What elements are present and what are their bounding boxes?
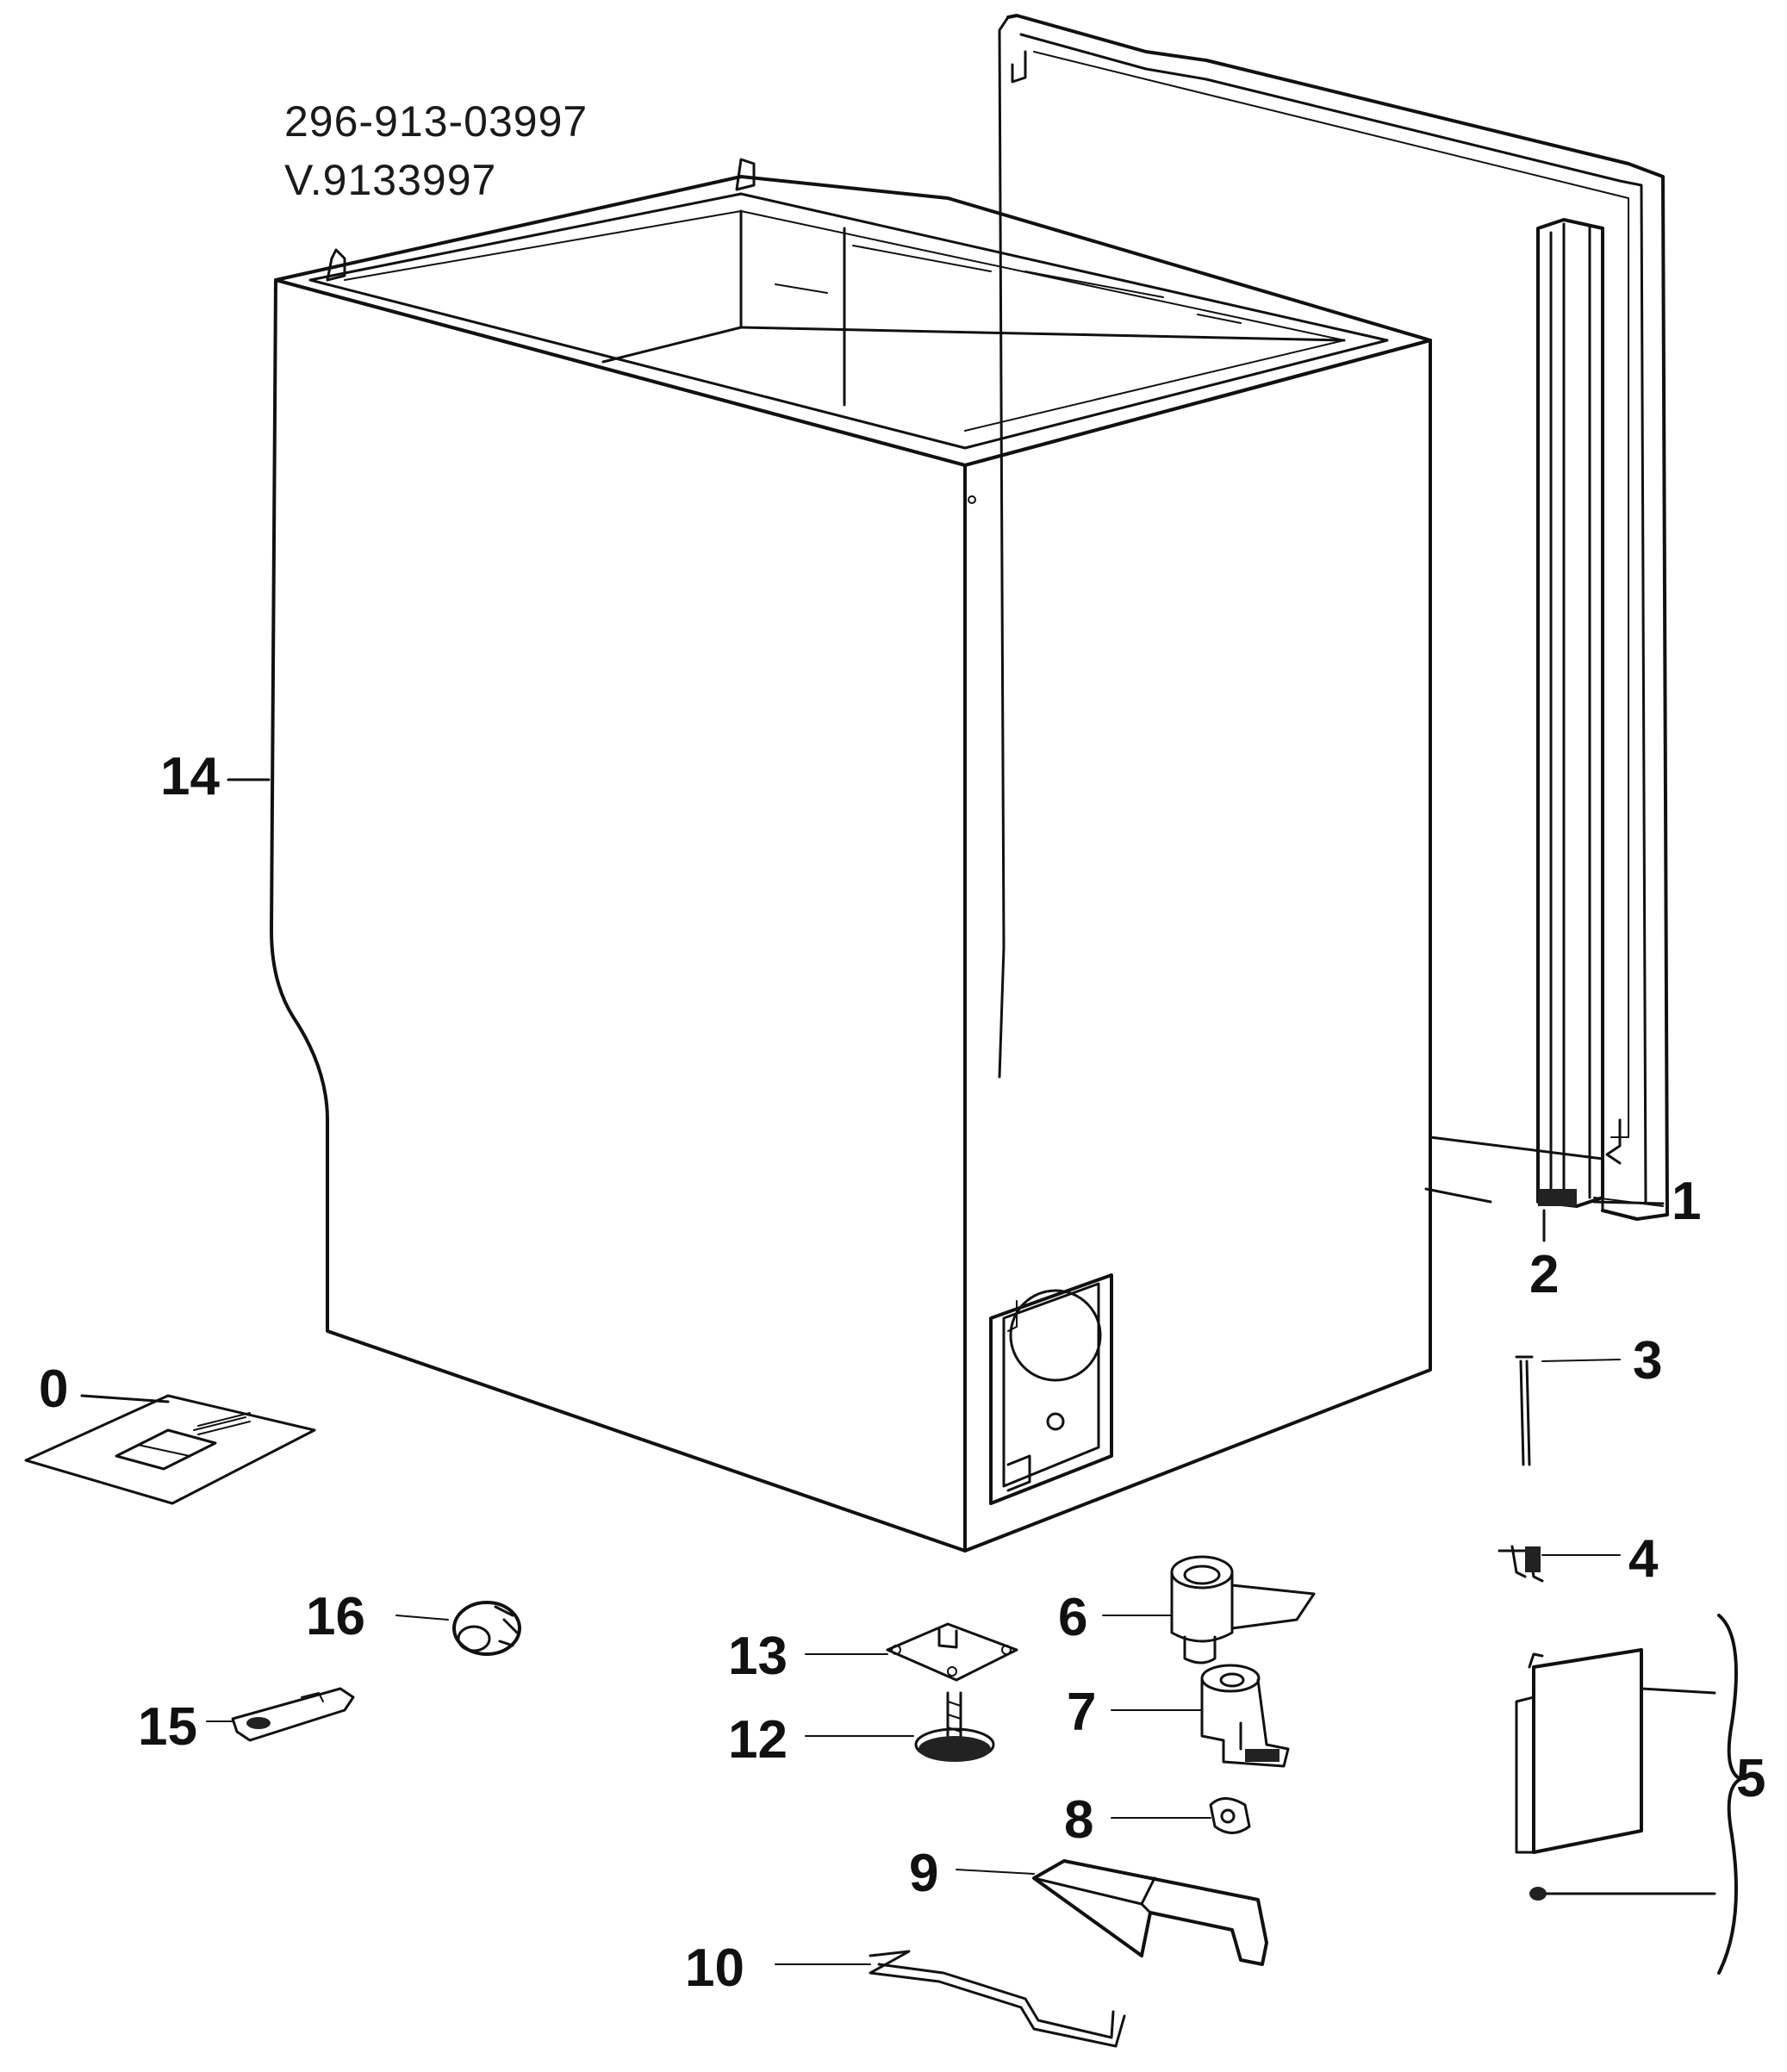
callout-12: 12 <box>728 1710 788 1770</box>
hinge-cam-part-7 <box>1111 1664 1290 1768</box>
hinge-block-part-6 <box>1102 1555 1316 1664</box>
callout-2: 2 <box>1529 1245 1559 1304</box>
callout-4: 4 <box>1628 1529 1659 1589</box>
callout-9: 9 <box>909 1844 938 1903</box>
callout-10: 10 <box>685 1938 744 1998</box>
leader-line-0 <box>80 1394 170 1403</box>
callout-16: 16 <box>306 1587 365 1646</box>
wire-rod-part-10 <box>775 1950 1126 2048</box>
callout-15: 15 <box>138 1697 197 1757</box>
label-card-part-0 <box>24 1394 316 1505</box>
clip-part-4 <box>1497 1545 1621 1583</box>
callout-6: 6 <box>1058 1588 1087 1647</box>
callout-8: 8 <box>1064 1790 1093 1850</box>
bracket-part-15 <box>206 1687 355 1742</box>
side-rail-part-2 <box>1536 218 1604 1208</box>
door-frame-part-1 <box>998 14 1669 1221</box>
reference-code-part-number: 296-913-03997 <box>284 97 588 146</box>
callout-14: 14 <box>160 747 220 806</box>
callout-13: 13 <box>728 1627 788 1686</box>
foot-plate-part-13 <box>805 1622 1018 1682</box>
reference-code-version: V.9133997 <box>284 156 497 204</box>
callout-0: 0 <box>39 1360 68 1419</box>
panel-assembly-part-5 <box>1515 1614 1742 1975</box>
nut-part-8 <box>1111 1797 1251 1834</box>
callout-1: 1 <box>1672 1172 1701 1231</box>
leveling-foot-part-12 <box>805 1691 995 1762</box>
lever-part-9 <box>956 1859 1268 1966</box>
callout-3: 3 <box>1633 1331 1662 1391</box>
pin-part-3 <box>1515 1355 1621 1466</box>
callout-5: 5 <box>1736 1749 1765 1808</box>
callout-7: 7 <box>1067 1683 1096 1742</box>
cabinet-body-part-14 <box>270 158 1432 1552</box>
knob-part-16 <box>395 1601 521 1656</box>
leader-line-1 <box>1592 1200 1665 1205</box>
